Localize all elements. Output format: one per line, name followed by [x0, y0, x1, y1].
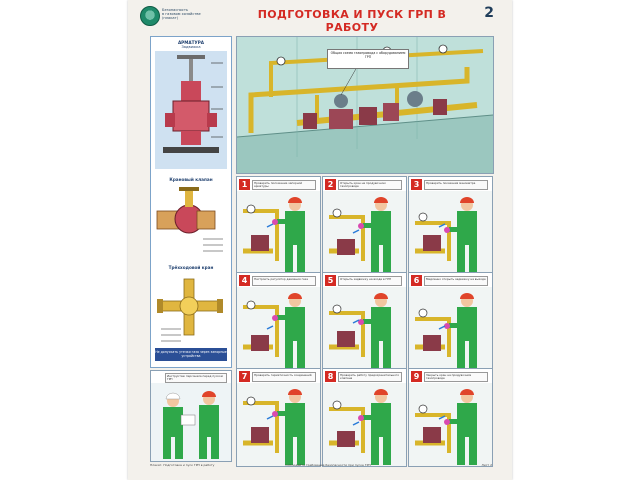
cock-title: Крановый клапан: [169, 177, 213, 182]
step-caption: Проверить показания манометра: [424, 180, 488, 190]
step-number: 1: [239, 179, 250, 190]
worker-illustration: [237, 287, 320, 370]
logo-line: Безопасность: [162, 8, 189, 12]
step-number: 6: [411, 275, 422, 286]
step-number: 3: [411, 179, 422, 190]
fittings-column: АРМАТУРА Задвижка Крановый клапан: [150, 36, 232, 368]
briefing-step: Инструктаж персонала перед пуском ГРП: [150, 370, 232, 462]
step-caption: Открыть задвижку на входе в ГРП: [338, 276, 402, 286]
logo-line: в газовом хозяйстве: [162, 12, 201, 16]
step-number: 5: [325, 275, 336, 286]
scheme-callout: Общая схема газопровода с оборудованием …: [327, 49, 409, 69]
page-number: 2: [484, 5, 494, 21]
step-number: 8: [325, 371, 336, 382]
footer-center: Соблюдайте требования безопасности при п…: [285, 463, 371, 467]
step-caption: Открыть кран на продувочном газопроводе: [338, 180, 402, 190]
three-way-title: Трёхходовой кран: [168, 265, 214, 270]
cock-section: Крановый клапан: [151, 177, 231, 182]
step-caption: Закрыть кран на продувочном газопроводе: [424, 372, 488, 382]
worker-illustration: [237, 383, 320, 466]
gate-valve-icon: [155, 51, 227, 169]
footer-left: Плакат. Подготовка и пуск ГРП в работу: [150, 463, 215, 467]
poster-title: ПОДГОТОВКА И ПУСК ГРП В РАБОТУ: [257, 8, 447, 34]
step-caption: Медленно открыть задвижку на выходе: [424, 276, 488, 286]
step-number: 2: [325, 179, 336, 190]
logo-text: Безопасность в газовом хозяйстве (плакат…: [162, 8, 232, 20]
plug-cock-icon: [155, 185, 227, 263]
worker-illustration: [323, 191, 406, 274]
gate-valve-title: Задвижка: [181, 45, 201, 49]
footer-right: Лист 2: [481, 463, 492, 467]
step-number: 9: [411, 371, 422, 382]
workers-briefing-illustration: [151, 383, 231, 461]
step-number: 7: [239, 371, 250, 382]
pipeline-scheme: [237, 37, 493, 173]
worker-illustration: [323, 287, 406, 370]
step-caption: Проверить положение запорной арматуры: [252, 180, 316, 190]
fittings-header: АРМАТУРА Задвижка: [151, 40, 231, 49]
three-way-section: Трёхходовой кран: [151, 265, 231, 270]
step-caption: Проверить работу предохранительного клап…: [338, 372, 402, 382]
worker-illustration: [237, 191, 320, 274]
worker-illustration: [323, 383, 406, 466]
worker-illustration: [409, 287, 492, 370]
worker-illustration: [409, 191, 492, 274]
logo-line: (плакат): [162, 16, 179, 20]
pipeline-scheme-panel: Общая схема газопровода с оборудованием …: [236, 36, 494, 174]
poster: Безопасность в газовом хозяйстве (плакат…: [128, 0, 512, 480]
step-caption: Настроить регулятор давления газа: [252, 276, 316, 286]
three-way-cock-icon: [155, 273, 227, 345]
safety-banner: Не допускать утечки газа через запорные …: [155, 348, 227, 361]
fittings-title: АРМАТУРА: [177, 40, 205, 45]
worker-illustration: [409, 383, 492, 466]
briefing-caption: Инструктаж персонала перед пуском ГРП: [165, 373, 227, 383]
logo-icon: [140, 6, 160, 26]
step-number: 4: [239, 275, 250, 286]
step-caption: Проверить герметичность соединений: [252, 372, 316, 382]
